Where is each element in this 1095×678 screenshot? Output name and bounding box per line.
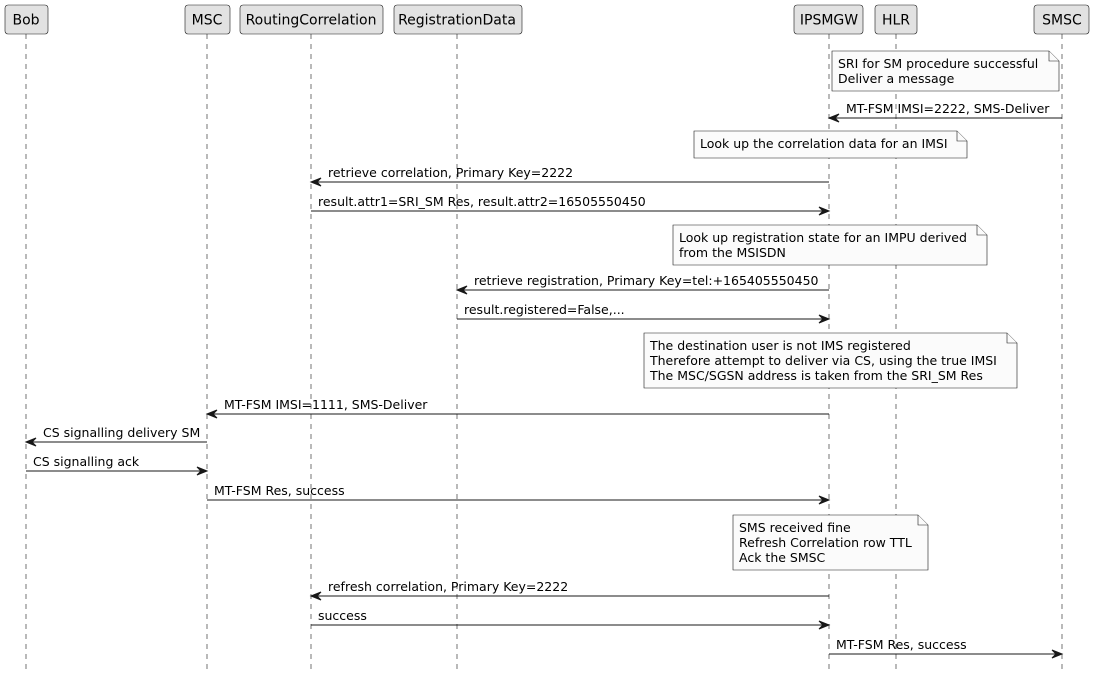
participant-label: HLR (882, 13, 910, 29)
participant-box (184, 4, 231, 35)
message-msc-to-ipsmgw: MT-FSM Res, success (207, 483, 831, 505)
arrowhead (24, 437, 37, 447)
note-line: Ack the SMSC (739, 550, 826, 565)
note-line: Look up registration state for an IMPU d… (679, 230, 967, 245)
note-line: from the MSISDN (679, 245, 786, 260)
note-line: Look up the correlation data for an IMSI (700, 136, 948, 151)
participant-registration: RegistrationData (393, 4, 523, 35)
participant-box (874, 4, 918, 35)
participant-label: MSC (192, 13, 223, 29)
arrowhead (196, 466, 209, 476)
message-ipsmgw-to-routing: refresh correlation, Primary Key=2222 (309, 579, 829, 601)
message-ipsmgw-to-msc: MT-FSM IMSI=1111, SMS-Deliver (205, 397, 829, 419)
message-msc-to-bob: CS signalling delivery SM (24, 425, 207, 447)
note-body (831, 50, 1060, 92)
message-label: retrieve registration, Primary Key=tel:+… (474, 273, 819, 288)
participant-hlr: HLR (874, 4, 918, 35)
participant-msc: MSC (184, 4, 231, 35)
arrowhead (455, 285, 468, 295)
participant-box (239, 4, 384, 35)
message-ipsmgw-to-smsc: MT-FSM Res, success (829, 637, 1064, 659)
arrowhead (818, 495, 831, 505)
note: Look up the correlation data for an IMSI (693, 130, 968, 159)
message-label: result.registered=False,... (464, 302, 625, 317)
note-line: The MSC/SGSN address is taken from the S… (649, 368, 983, 383)
participant-routing: RoutingCorrelation (239, 4, 384, 35)
arrowhead (1051, 649, 1064, 659)
arrowhead (205, 409, 218, 419)
participant-label: Bob (12, 13, 39, 29)
message-smsc-to-ipsmgw: MT-FSM IMSI=2222, SMS-Deliver (827, 101, 1062, 123)
arrowhead (309, 591, 322, 601)
participant-box (393, 4, 523, 35)
participant-label: IPSMGW (800, 13, 858, 29)
note-line: Refresh Correlation row TTL (739, 535, 912, 550)
message-ipsmgw-to-registration: retrieve registration, Primary Key=tel:+… (455, 273, 829, 295)
note-body (643, 332, 1018, 389)
note-fold (956, 131, 967, 142)
note-line: Therefore attempt to deliver via CS, usi… (649, 353, 997, 368)
participant-bob: Bob (4, 4, 49, 35)
participant-box (1033, 4, 1090, 35)
note-body (693, 130, 968, 159)
message-label: success (318, 608, 367, 623)
note-line: Deliver a message (838, 71, 955, 86)
arrowhead (818, 206, 831, 216)
note-fold (1006, 333, 1017, 344)
message-bob-to-msc: CS signalling ack (26, 454, 209, 476)
note-line: The destination user is not IMS register… (649, 338, 911, 353)
participant-box (793, 4, 864, 35)
participant-box (4, 4, 49, 35)
note: Look up registration state for an IMPU d… (672, 224, 988, 266)
message-label: MT-FSM IMSI=1111, SMS-Deliver (224, 397, 428, 412)
note-body (672, 224, 988, 266)
participant-label: SMSC (1042, 13, 1082, 29)
arrowhead (818, 620, 831, 630)
note: The destination user is not IMS register… (643, 332, 1018, 389)
message-routing-to-ipsmgw: success (311, 608, 831, 630)
arrowhead (309, 177, 322, 187)
arrowhead (827, 113, 840, 123)
message-label: MT-FSM Res, success (836, 637, 967, 652)
arrowhead (818, 314, 831, 324)
note-fold (917, 515, 928, 526)
note-line: SRI for SM procedure successful (838, 56, 1038, 71)
note-fold (1048, 51, 1059, 62)
message-registration-to-ipsmgw: result.registered=False,... (457, 302, 831, 324)
message-label: retrieve correlation, Primary Key=2222 (328, 165, 573, 180)
message-label: CS signalling delivery SM (43, 425, 200, 440)
note-body (732, 514, 929, 571)
participant-ipsmgw: IPSMGW (793, 4, 864, 35)
message-routing-to-ipsmgw: result.attr1=SRI_SM Res, result.attr2=16… (311, 194, 831, 216)
note-fold (976, 225, 987, 236)
message-ipsmgw-to-routing: retrieve correlation, Primary Key=2222 (309, 165, 829, 187)
participant-label: RegistrationData (398, 13, 516, 29)
message-label: result.attr1=SRI_SM Res, result.attr2=16… (318, 194, 646, 209)
participant-label: RoutingCorrelation (246, 13, 377, 29)
message-label: refresh correlation, Primary Key=2222 (328, 579, 568, 594)
note-line: SMS received fine (739, 520, 851, 535)
message-label: MT-FSM Res, success (214, 483, 345, 498)
message-label: MT-FSM IMSI=2222, SMS-Deliver (846, 101, 1050, 116)
participant-smsc: SMSC (1033, 4, 1090, 35)
message-label: CS signalling ack (33, 454, 140, 469)
